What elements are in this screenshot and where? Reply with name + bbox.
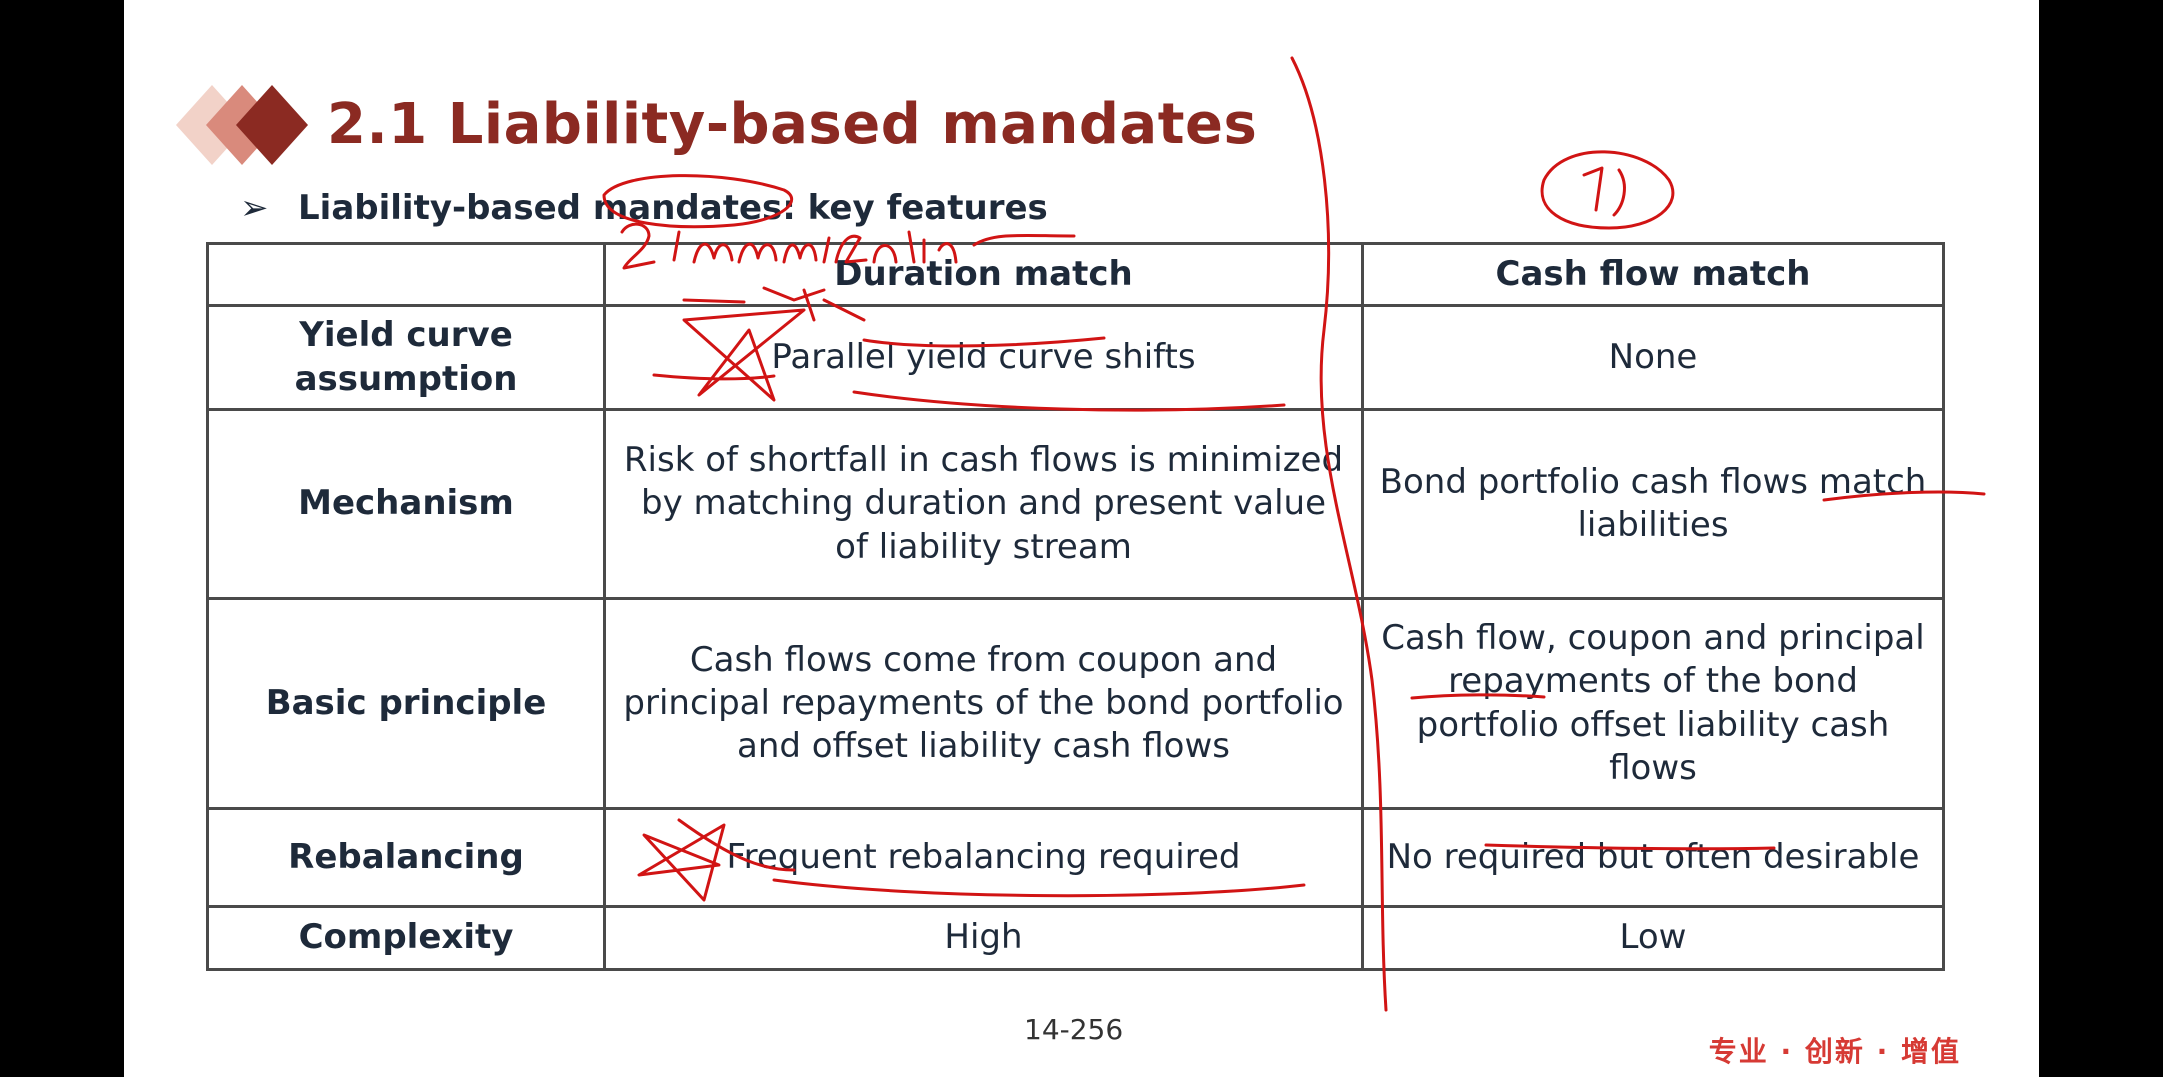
diamond-logo-icon xyxy=(176,85,308,165)
duration-cell: Cash flows come from coupon and principa… xyxy=(603,597,1364,810)
slide: 2.1 Liability-based mandates ➢ Liability-… xyxy=(124,0,2039,1077)
annotation-circle-1 xyxy=(1540,150,1675,230)
table-row: Yield curve assumption Parallel yield cu… xyxy=(206,304,1945,411)
table-row: Rebalancing Frequent rebalancing require… xyxy=(206,807,1945,908)
duration-cell: Frequent rebalancing required xyxy=(603,807,1364,908)
table-header-row: Duration match Cash flow match xyxy=(206,242,1945,307)
brand-slogan: 专业 · 创新 · 增值 xyxy=(1708,1035,1961,1068)
cashflow-cell: Bond portfolio cash flows match liabilit… xyxy=(1361,408,1945,600)
table-header-duration-match: Duration match xyxy=(603,242,1364,307)
subtitle: ➢ Liability-based mandates: key features xyxy=(240,188,1048,228)
features-table: Duration match Cash flow match Yield cur… xyxy=(206,242,1945,971)
table-header-cash-flow-match: Cash flow match xyxy=(1361,242,1945,307)
table-row: Basic principle Cash flows come from cou… xyxy=(206,597,1945,810)
arrow-bullet-icon: ➢ xyxy=(240,188,269,228)
slide-title: 2.1 Liability-based mandates xyxy=(327,92,1258,157)
table-row: Complexity High Low xyxy=(206,905,1945,971)
duration-cell: Parallel yield curve shifts xyxy=(603,304,1364,411)
cashflow-cell: Low xyxy=(1361,905,1945,971)
row-label: Yield curve assumption xyxy=(206,304,606,411)
row-label: Mechanism xyxy=(206,408,606,600)
table-row: Mechanism Risk of shortfall in cash flow… xyxy=(206,408,1945,600)
cashflow-cell: None xyxy=(1361,304,1945,411)
row-label: Rebalancing xyxy=(206,807,606,908)
cashflow-cell: Cash flow, coupon and principal repaymen… xyxy=(1361,597,1945,810)
annotation-digit-1 xyxy=(1582,166,1626,217)
table-header-empty xyxy=(206,242,606,307)
row-label: Complexity xyxy=(206,905,606,971)
row-label: Basic principle xyxy=(206,597,606,810)
subtitle-text: Liability-based mandates: key features xyxy=(298,188,1048,228)
duration-cell: Risk of shortfall in cash flows is minim… xyxy=(603,408,1364,600)
page-number: 14-256 xyxy=(1024,1013,1124,1046)
cashflow-cell: No required but often desirable xyxy=(1361,807,1945,908)
duration-cell: High xyxy=(603,905,1364,971)
